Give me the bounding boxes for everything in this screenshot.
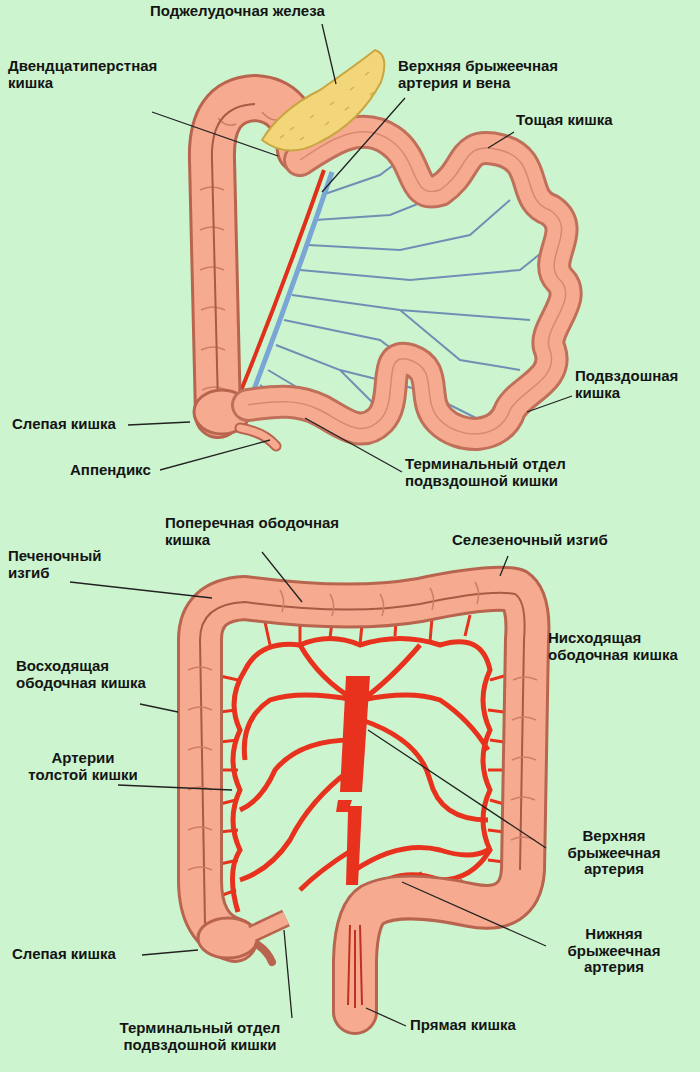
part-label: Поперечная ободочная кишка xyxy=(165,515,340,548)
inferior-mesenteric-artery xyxy=(336,800,362,885)
superior-mesenteric-artery xyxy=(340,676,370,792)
terminal-ileum xyxy=(250,918,286,935)
part-label: Прямая кишка xyxy=(410,1017,560,1034)
lower-figure xyxy=(188,582,537,1012)
appendix-stub xyxy=(258,945,272,962)
mesenteric-vein xyxy=(250,172,332,400)
rectum-vessels xyxy=(348,925,362,1008)
vasa-recta xyxy=(220,615,504,896)
colic-arcades xyxy=(240,645,488,890)
part-label: Верхняя брыжеечная артерия xyxy=(548,828,680,878)
marginal-artery xyxy=(232,639,490,913)
small-intestine xyxy=(248,132,566,434)
part-label: Верхняя брыжеечная артерия и вена xyxy=(398,58,598,91)
colon-taenia xyxy=(212,104,255,405)
part-label: Терминальный отдел подвздошной кишки xyxy=(405,456,615,489)
part-label: Аппендикс xyxy=(70,462,190,479)
pancreas-texture xyxy=(280,72,374,140)
colon-taenia xyxy=(200,593,525,925)
colon-haustra xyxy=(188,582,537,870)
cecum xyxy=(198,918,258,958)
part-label: Тощая кишка xyxy=(516,112,666,129)
leader-lines xyxy=(70,24,572,1026)
mesenteric-artery xyxy=(238,170,324,398)
small-intestine-outline xyxy=(248,132,566,434)
part-label: Артерии толстой кишки xyxy=(28,750,138,783)
part-label: Селезеночный изгиб xyxy=(452,532,682,549)
part-label: Нисходящая ободочная кишка xyxy=(548,630,688,663)
part-label: Слепая кишка xyxy=(12,946,162,963)
part-label: Двендцатиперстная кишка xyxy=(8,58,198,91)
part-label: Слепая кишка xyxy=(12,416,162,433)
part-label: Поджелудочная железа xyxy=(150,3,390,20)
small-intestine-folds xyxy=(248,132,566,434)
part-label: Терминальный отдел подвздошной кишки xyxy=(95,1020,305,1053)
upper-figure xyxy=(194,50,566,446)
part-label: Подвздошная кишка xyxy=(575,368,693,401)
part-label: Восходящая ободочная кишка xyxy=(16,658,146,691)
pancreas xyxy=(262,50,384,151)
part-label: Нижняя брыжеечная артерия xyxy=(548,926,680,976)
part-label: Печеночный изгиб xyxy=(8,548,128,581)
